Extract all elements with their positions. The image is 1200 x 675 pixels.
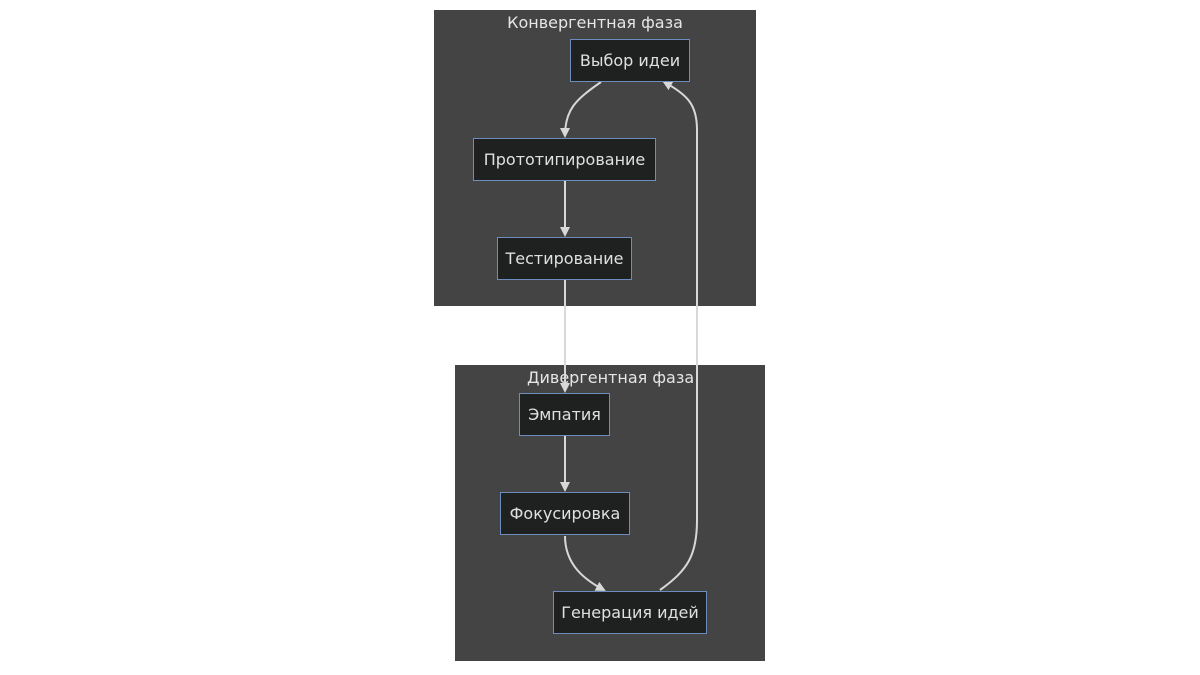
node-focusing: Фокусировка (500, 492, 630, 535)
cluster-divergent-title: Дивергентная фаза (527, 368, 695, 387)
node-empathy: Эмпатия (519, 393, 610, 436)
node-prototyping: Прототипирование (473, 138, 656, 181)
node-idea-selection: Выбор идеи (570, 39, 690, 82)
cluster-convergent-title: Конвергентная фаза (507, 13, 683, 32)
node-testing: Тестирование (497, 237, 632, 280)
node-idea-generation: Генерация идей (553, 591, 707, 634)
